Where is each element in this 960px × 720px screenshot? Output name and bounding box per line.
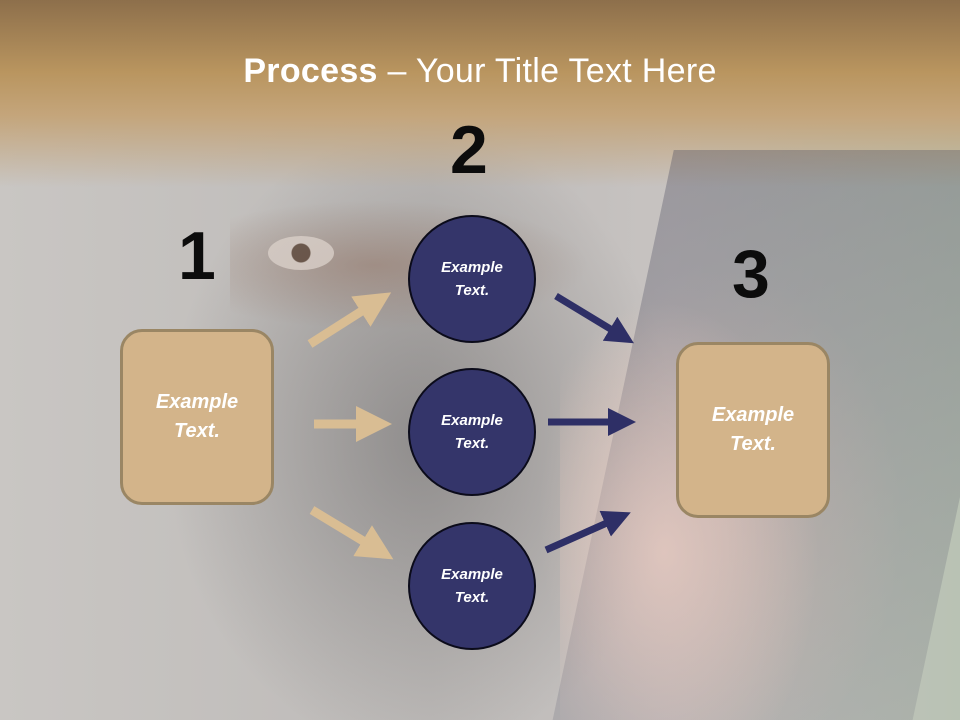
left-box-text: Example Text. [137, 388, 257, 446]
title-rest: – Your Title Text Here [377, 52, 717, 90]
circle-bottom: Example Text. [408, 522, 536, 650]
arrow-left-to-circle-top [307, 292, 392, 348]
left-box-line2: Text. [174, 420, 220, 442]
arrow-circle-top-to-right [554, 293, 634, 344]
circle-middle-line1: Example [441, 412, 503, 429]
circle-bottom-text: Example Text. [427, 563, 517, 609]
circle-bottom-line1: Example [441, 566, 503, 583]
title-bold: Process [243, 52, 378, 90]
circle-top: Example Text. [408, 215, 536, 343]
left-box-line1: Example [155, 391, 239, 413]
circle-middle-text: Example Text. [427, 409, 517, 455]
circle-middle-line2: Text. [454, 435, 490, 452]
slide-title: Process – Your Title Text Here [0, 52, 960, 91]
arrow-circle-bottom-to-right [544, 510, 631, 554]
circle-top-text: Example Text. [427, 256, 517, 302]
circle-bottom-line2: Text. [454, 589, 490, 606]
circle-top-line2: Text. [454, 282, 490, 299]
right-box-line1: Example [711, 404, 795, 426]
step-number-2: 2 [450, 112, 488, 188]
step-number-3: 3 [732, 236, 770, 312]
circle-middle: Example Text. [408, 368, 536, 496]
right-text-box: Example Text. [676, 342, 830, 518]
arrow-left-to-circle-bottom [309, 506, 394, 560]
step-number-1: 1 [178, 218, 216, 294]
circle-top-line1: Example [441, 259, 503, 276]
right-box-text: Example Text. [693, 401, 813, 459]
right-box-line2: Text. [730, 433, 776, 455]
left-text-box: Example Text. [120, 329, 274, 505]
